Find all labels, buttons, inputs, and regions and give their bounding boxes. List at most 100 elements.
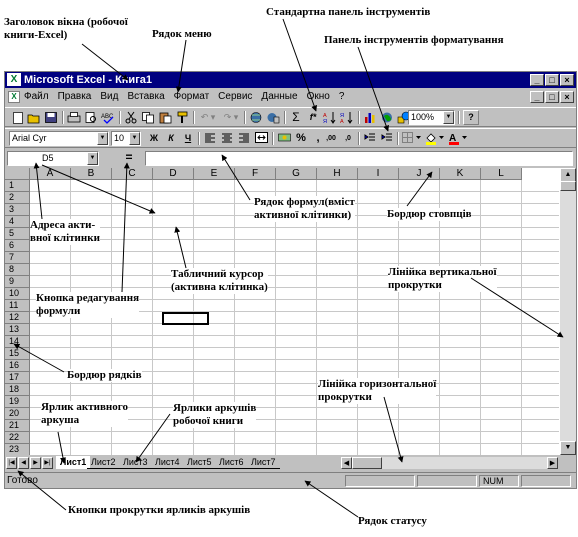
row-header-17[interactable]: 17 (5, 372, 30, 384)
font-size-select[interactable]: 10▼ (111, 131, 141, 146)
merge-center-icon[interactable] (253, 131, 269, 146)
paste-icon[interactable] (157, 110, 173, 125)
title-bar[interactable]: X Microsoft Excel - Книга1 _ □ × (5, 72, 576, 88)
column-header-J[interactable]: J (399, 168, 440, 180)
column-header-L[interactable]: L (481, 168, 522, 180)
sheet-tab-5[interactable]: Лист5 (183, 456, 216, 469)
row-header-4[interactable]: 4 (5, 216, 30, 228)
print-preview-icon[interactable] (83, 110, 99, 125)
row-header-2[interactable]: 2 (5, 192, 30, 204)
scroll-left-icon[interactable]: ◀ (341, 457, 352, 469)
align-right-icon[interactable] (236, 131, 252, 146)
underline-button[interactable]: Ч (184, 133, 192, 143)
document-icon[interactable]: X (8, 91, 20, 103)
row-header-12[interactable]: 12 (5, 312, 30, 324)
row-header-20[interactable]: 20 (5, 408, 30, 420)
decrease-decimal-button[interactable]: ,0 (345, 135, 351, 142)
bold-button[interactable]: Ж (149, 133, 159, 143)
help-icon[interactable]: ? (463, 110, 479, 125)
row-header-16[interactable]: 16 (5, 360, 30, 372)
percent-button[interactable]: % (296, 132, 306, 144)
menu-help[interactable]: ? (338, 91, 345, 102)
sheet-tab-6[interactable]: Лист6 (215, 456, 248, 469)
currency-icon[interactable] (276, 131, 292, 146)
doc-minimize-button[interactable]: _ (530, 91, 544, 103)
name-box[interactable]: D5▼ (7, 151, 99, 166)
active-cell-cursor[interactable] (162, 312, 209, 325)
doc-close-button[interactable]: × (560, 91, 574, 103)
row-header-1[interactable]: 1 (5, 180, 30, 192)
menu-window[interactable]: Окно (306, 91, 330, 102)
column-header-I[interactable]: I (358, 168, 399, 180)
save-icon[interactable] (43, 110, 59, 125)
sheet-tab-1[interactable]: Лист1 (56, 456, 91, 469)
vertical-scroll-thumb[interactable] (560, 181, 576, 191)
sheet-tab-7[interactable]: Лист7 (247, 456, 280, 469)
first-sheet-icon[interactable]: |◀ (6, 457, 17, 469)
horizontal-scrollbar[interactable]: ◀ ▶ (341, 457, 558, 469)
italic-button[interactable]: К (168, 133, 174, 143)
formula-input[interactable] (145, 151, 573, 166)
sheet-tab-2[interactable]: Лист2 (87, 456, 120, 469)
row-header-14[interactable]: 14 (5, 336, 30, 348)
vertical-scrollbar[interactable]: ▲ ▼ (560, 168, 576, 455)
increase-indent-icon[interactable] (379, 131, 395, 146)
chart-wizard-icon[interactable] (362, 110, 378, 125)
column-header-H[interactable]: H (317, 168, 358, 180)
function-icon[interactable]: f* (309, 112, 317, 122)
redo-icon[interactable]: ↷ ▾ (223, 112, 239, 122)
prev-sheet-icon[interactable]: ◀ (18, 457, 29, 469)
column-header-D[interactable]: D (153, 168, 194, 180)
decrease-indent-icon[interactable] (362, 131, 378, 146)
format-painter-icon[interactable] (174, 110, 190, 125)
row-header-15[interactable]: 15 (5, 348, 30, 360)
borders-icon[interactable] (401, 131, 423, 146)
scroll-down-icon[interactable]: ▼ (560, 441, 576, 455)
align-left-icon[interactable] (202, 131, 218, 146)
web-toolbar-icon[interactable] (265, 110, 281, 125)
row-header-19[interactable]: 19 (5, 396, 30, 408)
fill-color-icon[interactable] (424, 131, 446, 146)
last-sheet-icon[interactable]: ▶| (42, 457, 53, 469)
row-header-5[interactable]: 5 (5, 228, 30, 240)
menu-view[interactable]: Вид (100, 91, 119, 102)
row-header-10[interactable]: 10 (5, 288, 30, 300)
sheet-tab-4[interactable]: Лист4 (151, 456, 184, 469)
edit-formula-button[interactable]: = (125, 150, 133, 164)
open-icon[interactable] (26, 110, 42, 125)
spell-check-icon[interactable]: ABC (100, 110, 116, 125)
menu-data[interactable]: Данные (261, 91, 298, 102)
select-all-corner[interactable] (5, 168, 30, 180)
new-doc-icon[interactable] (9, 110, 25, 125)
row-header-3[interactable]: 3 (5, 204, 30, 216)
maximize-button[interactable]: □ (545, 74, 559, 86)
print-icon[interactable] (66, 110, 82, 125)
autosum-icon[interactable]: Σ (292, 110, 300, 124)
column-header-E[interactable]: E (194, 168, 235, 180)
doc-restore-button[interactable]: □ (545, 91, 559, 103)
sheet-tab-3[interactable]: Лист3 (119, 456, 152, 469)
column-header-F[interactable]: F (235, 168, 276, 180)
row-header-8[interactable]: 8 (5, 264, 30, 276)
scroll-right-icon[interactable]: ▶ (547, 457, 558, 469)
close-button[interactable]: × (560, 74, 574, 86)
excel-app-icon[interactable]: X (7, 73, 21, 86)
menu-file[interactable]: Файл (24, 91, 49, 102)
chevron-down-icon[interactable]: ▼ (97, 132, 108, 145)
font-select[interactable]: Arial Cyr▼ (9, 131, 109, 146)
column-header-G[interactable]: G (276, 168, 317, 180)
column-header-B[interactable]: B (71, 168, 112, 180)
chevron-down-icon[interactable]: ▼ (443, 111, 454, 124)
chevron-down-icon[interactable]: ▼ (87, 152, 98, 165)
comma-style-button[interactable]: , (316, 132, 320, 144)
menu-format[interactable]: Формат (173, 91, 210, 102)
row-header-22[interactable]: 22 (5, 432, 30, 444)
horizontal-scroll-thumb[interactable] (352, 457, 382, 469)
column-header-C[interactable]: C (112, 168, 153, 180)
scroll-up-icon[interactable]: ▲ (560, 168, 576, 182)
zoom-select[interactable]: 100%▼ (408, 110, 455, 125)
copy-icon[interactable] (140, 110, 156, 125)
increase-decimal-button[interactable]: ,00 (326, 135, 336, 142)
chevron-down-icon[interactable]: ▼ (129, 132, 140, 145)
